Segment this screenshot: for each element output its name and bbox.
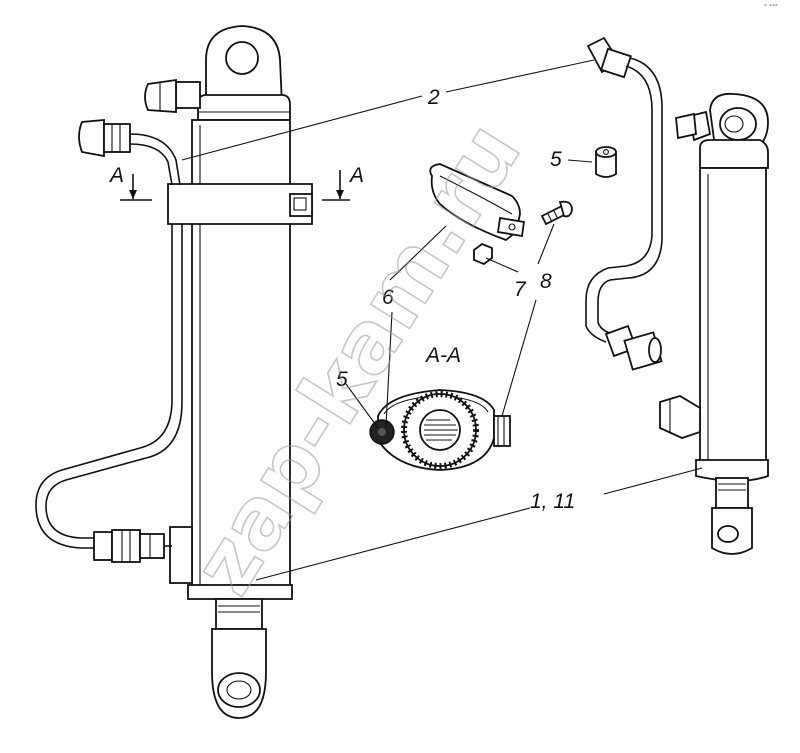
left-cylinder [144, 25, 313, 719]
left-hose-tube [35, 119, 183, 563]
callout-5-section: 5 [336, 368, 348, 391]
callout-2: 2 [427, 86, 440, 109]
callout-1-11: 1, 11 [530, 490, 575, 513]
section-a-a-view: A-A [369, 344, 511, 471]
bolt-part-8 [540, 200, 573, 226]
callout-7: 7 [514, 278, 527, 301]
callout-6: 6 [382, 286, 394, 309]
corner-mark: * *** [764, 3, 778, 10]
section-title-a-a: A-A [424, 344, 461, 367]
clamp-part-6 [429, 163, 526, 242]
callout-5-spacer: 5 [550, 148, 562, 171]
right-cylinder [659, 92, 769, 555]
right-hose [585, 36, 663, 371]
cut-label-a-right: A [348, 164, 364, 187]
rod-section-hatch [424, 419, 458, 441]
spacer-part-5 [595, 146, 617, 178]
section-cut-marks: A A [108, 164, 364, 201]
callout-labels: 2 5 6 7 8 5 1, 11 [336, 86, 575, 513]
callout-8: 8 [540, 270, 552, 293]
cut-label-a-left: A [108, 164, 124, 187]
leader-lines [181, 59, 703, 581]
